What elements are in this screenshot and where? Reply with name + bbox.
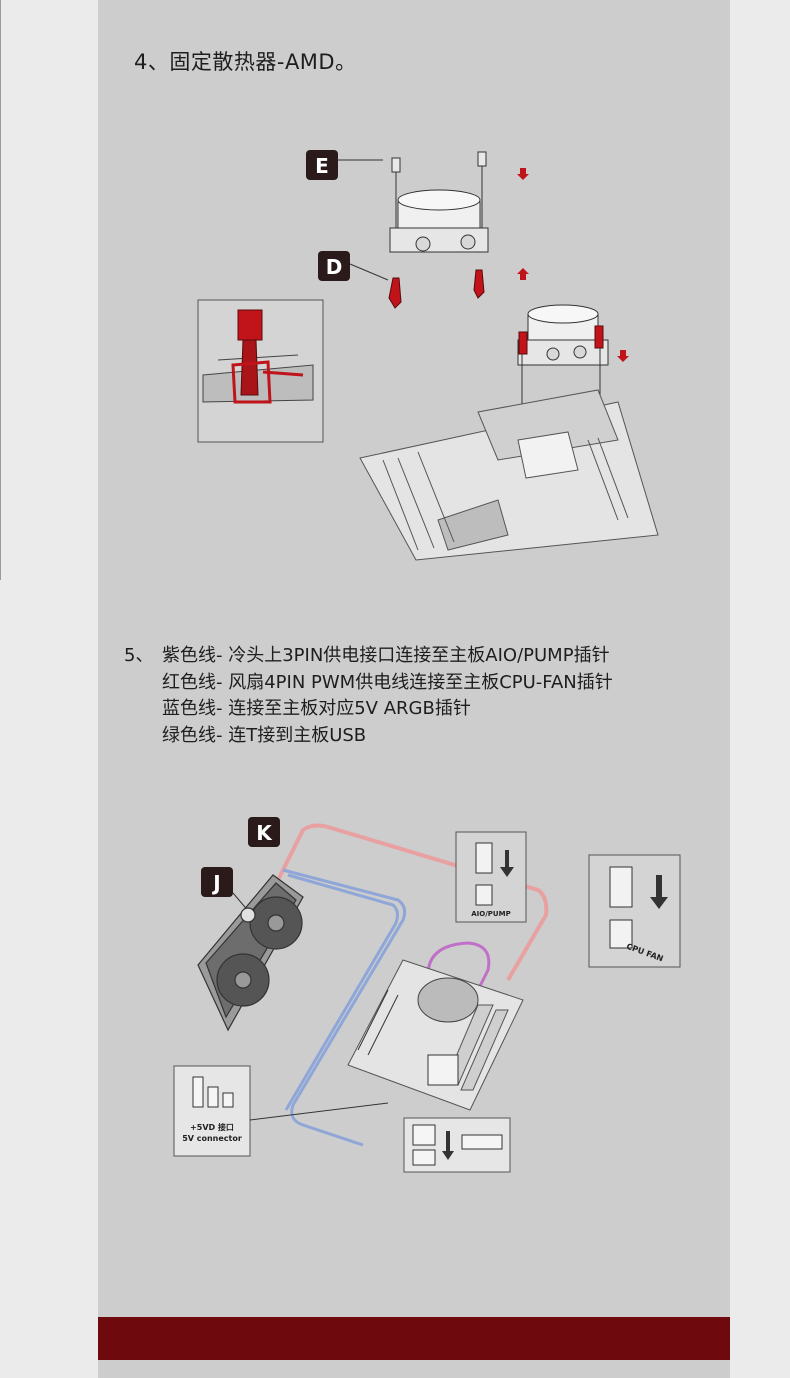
label-d-badge: D xyxy=(318,251,389,281)
radiator-icon xyxy=(197,874,304,1032)
wiring-illustration: K J AIO/PUMP CPU FAN xyxy=(173,817,681,1173)
step-4-title: 4、固定散热器-AMD。 xyxy=(134,50,357,74)
cpu-fan-inset: CPU FAN xyxy=(588,854,681,968)
label-k-badge: K xyxy=(248,817,280,847)
aio-pump-label: AIO/PUMP xyxy=(471,910,510,918)
red-standoff-icons xyxy=(388,269,485,309)
left-edge-line xyxy=(0,0,1,580)
label-e: E xyxy=(315,154,329,178)
usb-header-inset xyxy=(403,1117,511,1173)
motherboard-icon xyxy=(359,389,659,561)
pump-head-icon xyxy=(389,189,489,253)
screw-icons xyxy=(391,151,487,235)
step-5-number: 5、 xyxy=(124,645,154,666)
pump-on-board-icon xyxy=(517,304,609,420)
amd-mounting-illustration: E D xyxy=(197,150,659,561)
connector-label-cn: +5VD 接口 xyxy=(190,1122,234,1132)
green-wire-line: 绿色线- 连T接到主板USB xyxy=(162,724,367,746)
blue-wire-line: 蓝色线- 连接至主板对应5V ARGB插针 xyxy=(162,698,471,719)
detail-inset xyxy=(197,299,324,443)
aio-pump-inset: AIO/PUMP xyxy=(455,831,527,923)
purple-wire xyxy=(426,941,491,991)
label-j-badge: J xyxy=(201,867,251,914)
five-volt-connector-inset: +5VD 接口 5V connector xyxy=(173,1065,389,1157)
purple-wire-line: 紫色线- 冷头上3PIN供电接口连接至主板AIO/PUMP插针 xyxy=(162,645,610,666)
motherboard-icon xyxy=(347,959,524,1111)
label-j: J xyxy=(211,871,220,895)
direction-arrows xyxy=(517,168,629,362)
red-wire xyxy=(276,823,549,982)
connector-label-en: 5V connector xyxy=(182,1134,242,1143)
footer-bar xyxy=(98,1317,730,1360)
blue-wire xyxy=(282,868,407,1147)
label-k: K xyxy=(256,821,273,845)
label-e-badge: E xyxy=(306,150,383,180)
step-5-lines: 紫色线- 冷头上3PIN供电接口连接至主板AIO/PUMP插针 红色线- 风扇4… xyxy=(162,643,722,749)
red-wire-line: 红色线- 风扇4PIN PWM供电线连接至主板CPU-FAN插针 xyxy=(162,671,613,693)
label-d: D xyxy=(326,255,343,279)
